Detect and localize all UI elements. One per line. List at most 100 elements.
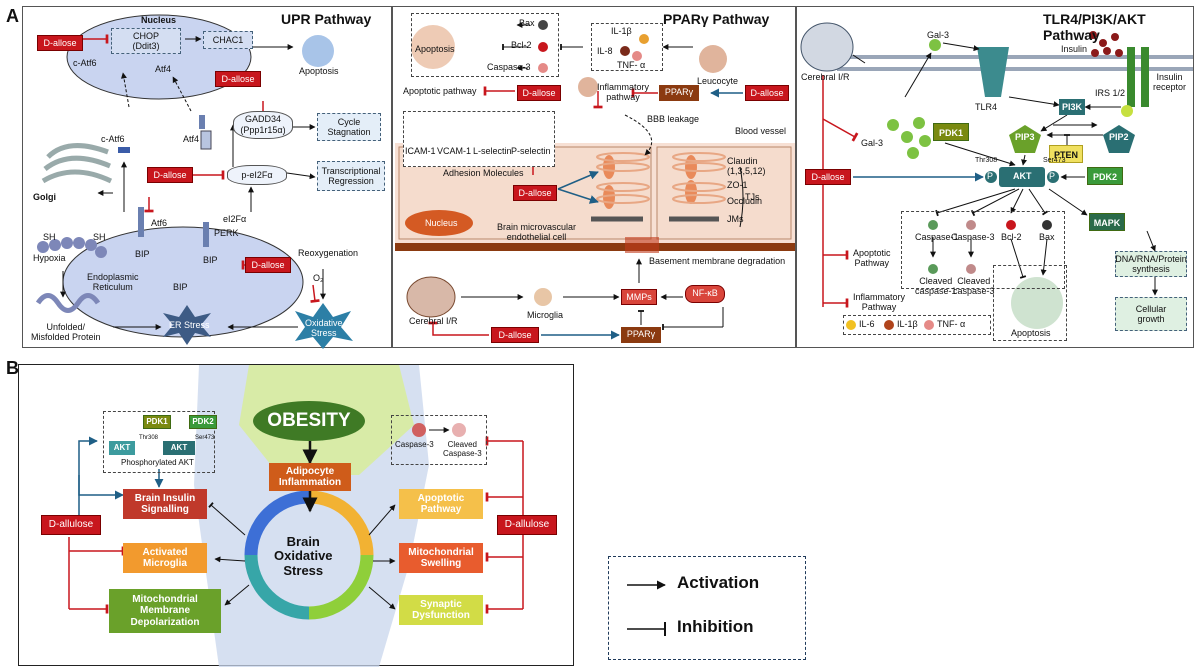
- upr-apoptosis: Apoptosis: [299, 66, 339, 76]
- cytokine-legend-group: [843, 315, 991, 335]
- atf4-nucleus: Atf4: [155, 64, 172, 74]
- transcriptional-regression: Transcriptional Regression: [317, 161, 385, 191]
- gadd34-node: GADD34 (Ppp1r15α): [233, 111, 293, 139]
- pip2-label: PIP2: [1109, 132, 1129, 142]
- tlr-cerebral-ir: Cerebral I/R: [801, 72, 850, 82]
- nfkb-box: NF-κB: [685, 285, 725, 303]
- dallose-upr-4: D-allose: [245, 257, 291, 273]
- tlr-title: TLR4/PI3K/AKT Pathway: [1043, 11, 1146, 43]
- eif2a-label: eI2Fα: [223, 214, 247, 224]
- legend-graphics: [627, 580, 666, 636]
- mito-depol-node: Mitochondrial Membrane Depolarization: [109, 589, 221, 633]
- p-eif2a-node: p-eI2Fα: [227, 165, 287, 185]
- upr-panel: UPR Pathway Nucleus CHOP (Ddit3) CHAC1 D…: [22, 6, 392, 349]
- pdk2-box: PDK2: [1087, 167, 1123, 185]
- obesity-node: OBESITY: [253, 401, 365, 441]
- insulin-label: Insulin: [1061, 44, 1088, 54]
- dallose-upr-3: D-allose: [147, 167, 193, 183]
- er-label: Endoplasmic Reticulum: [87, 272, 139, 292]
- brain-insulin-node: Brain Insulin Signalling: [123, 489, 207, 519]
- nucleus-label: Nucleus: [141, 15, 177, 25]
- pten-box: PTEN: [1049, 145, 1083, 163]
- mapk-box: MAPK: [1089, 213, 1125, 231]
- tlr-panel: TLR4/PI3K/AKT Pathway Cerebral I/R Gal-3…: [796, 6, 1194, 348]
- jms-label: JMs: [727, 214, 744, 224]
- b-akt2-box: AKT: [163, 441, 195, 455]
- activated-microglia-node: Activated Microglia: [123, 543, 207, 573]
- p-left: P: [987, 171, 994, 181]
- apoptosis-group: [411, 13, 559, 77]
- sh-1: SH: [43, 232, 56, 242]
- bmec-label: Brain microvascular endothelial cell: [497, 222, 577, 242]
- ppar-nucleus-label: Nucleus: [425, 218, 458, 228]
- b-caspase3-label: Caspase-3: [395, 440, 434, 449]
- ppar-panel: PPARγ Pathway Bax Bcl-2 Caspase-3 Apopto…: [392, 6, 796, 348]
- apoptotic-pathway-label: Apoptotic pathway: [403, 86, 477, 96]
- microglia-label: Microglia: [527, 310, 564, 320]
- tlr-inflammatory-pathway: Inflammatory Pathway: [853, 292, 906, 312]
- phos-akt-label: Phosphorylated AKT: [121, 458, 194, 467]
- tlr-bax-label: Bax: [1039, 232, 1055, 242]
- dallulose-left: D-allulose: [41, 515, 101, 535]
- chac1-box: CHAC1: [203, 31, 253, 49]
- dallose-ppar-1: D-allose: [517, 85, 561, 101]
- tlr-apoptosis-label: Apoptosis: [1011, 328, 1051, 338]
- atf6-label: Atf6: [151, 218, 168, 228]
- bax-label: Bax: [519, 18, 535, 28]
- ppar-cerebral-ir: Cerebral I/R: [409, 316, 458, 326]
- lselectin-label: L-selectin: [473, 146, 512, 156]
- dallose-ppar-4: D-allose: [491, 327, 539, 343]
- legend-box: Activation Inhibition: [608, 556, 806, 660]
- dna-synthesis-box: DNA/RNA/Protein synthesis: [1115, 251, 1187, 277]
- dallose-ppar-3: D-allose: [513, 185, 557, 201]
- tlr4-label: TLR4: [975, 102, 998, 112]
- adipocyte-node: Adipocyte Inflammation: [269, 463, 351, 491]
- panel-b-graphics: [68, 365, 524, 667]
- c-atf6-cyto: c-Atf6: [101, 134, 125, 144]
- caspase3-label: Caspase-3: [487, 62, 531, 72]
- tlr-graphics: [800, 22, 1193, 330]
- caspase1-label: Caspase-1: [915, 232, 959, 242]
- b-pdk2-box: PDK2: [189, 415, 217, 429]
- brain-stress-label: Brain Oxidative Stress: [274, 534, 333, 578]
- icam-label: ICAM-1: [405, 146, 436, 156]
- blood-vessel-label: Blood vessel: [735, 126, 787, 136]
- synaptic-node: Synaptic Dysfunction: [399, 595, 483, 625]
- dallose-upr-1: D-allose: [37, 35, 83, 51]
- caspase-group: [391, 415, 487, 465]
- mito-swelling-node: Mitochondrial Swelling: [399, 543, 483, 573]
- cycle-stagnation: Cycle Stagnation: [317, 113, 381, 141]
- atf4-cyto: Atf4: [183, 134, 200, 144]
- upr-title: UPR Pathway: [281, 11, 372, 27]
- p-right: P: [1049, 171, 1056, 181]
- cleaved-c1-label: Cleaved caspase-1: [915, 276, 957, 296]
- o2-label: O₂: [313, 273, 324, 283]
- er-stress-label: ER Stress: [169, 320, 210, 330]
- gal3-top: Gal-3: [927, 30, 950, 40]
- leucocyte-label: Leucocyte: [697, 76, 739, 86]
- zo1-label: ZO-1: [727, 180, 748, 190]
- apoptosis-factors-group: [901, 211, 1065, 289]
- bip-2: BIP: [203, 255, 218, 265]
- gal3-left: Gal-3: [861, 138, 884, 148]
- ppar-box-bottom: PPARγ: [621, 327, 661, 343]
- tlr-apoptotic-pathway: Apoptotic Pathway: [853, 248, 891, 268]
- thr308-label: Thr308: [975, 157, 998, 164]
- pdk1-box: PDK1: [933, 123, 969, 141]
- akt-phos-group: [103, 411, 215, 473]
- il1b-label: IL-1β: [611, 26, 632, 36]
- bbb-leakage-label: BBB leakage: [647, 114, 700, 124]
- reoxygenation-label: Reoxygenation: [298, 248, 359, 258]
- legend-inhibition: Inhibition: [677, 617, 754, 636]
- tlr-tnfa-label: TNF- α: [937, 319, 966, 329]
- bip-1: BIP: [135, 249, 150, 259]
- b-pdk1-box: PDK1: [143, 415, 171, 429]
- golgi-label: Golgi: [33, 192, 56, 202]
- bip-3: BIP: [173, 282, 188, 292]
- dallose-tlr: D-allose: [805, 169, 851, 185]
- adhesion-group: [403, 111, 555, 167]
- tjs-label: TJs: [745, 192, 760, 202]
- tlr-caspase3-label: Caspase-3: [951, 232, 995, 242]
- apoptotic-node: Apoptotic Pathway: [399, 489, 483, 519]
- hypoxia-label: Hypoxia: [33, 253, 66, 263]
